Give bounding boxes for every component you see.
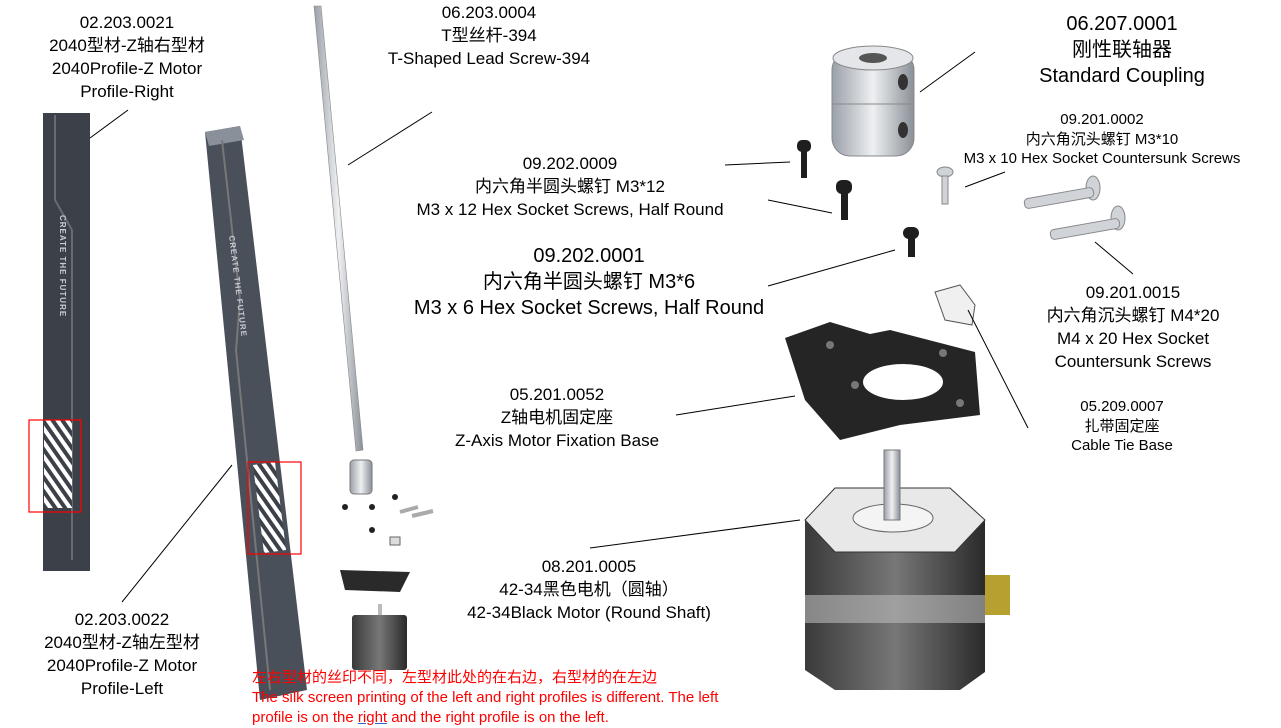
label-profile-right: 02.203.0021 2040型材-Z轴右型材 2040Profile-Z M… [49, 11, 205, 103]
part-name-en: 2040Profile-Z Motor [51, 59, 203, 78]
part-name-cn: 2040型材-Z轴右型材 [49, 36, 205, 55]
part-name-en: Cable Tie Base [1071, 437, 1173, 454]
part-name-cn: Z轴电机固定座 [500, 408, 614, 427]
label-cable-tie-base: 05.209.0007 扎带固定座 Cable Tie Base [1071, 397, 1173, 456]
lead-screw-part [313, 5, 364, 452]
part-name-cn: 扎带固定座 [1084, 417, 1160, 435]
part-number: 08.201.0005 [541, 557, 637, 576]
highlight-box-left [247, 461, 302, 555]
label-m3x6: 09.202.0001 内六角半圆头螺钉 M3*6 M3 x 6 Hex Soc… [414, 243, 764, 321]
part-number: 09.202.0001 [533, 245, 645, 267]
part-name-cn: 内六角半圆头螺钉 M3*6 [482, 271, 696, 293]
part-number: 09.201.0002 [1060, 111, 1144, 128]
part-name-cn: 内六角沉头螺钉 M3*10 [1025, 130, 1179, 148]
part-number: 05.201.0052 [509, 385, 605, 404]
label-lead-screw: 06.203.0004 T型丝杆-394 T-Shaped Lead Screw… [388, 1, 590, 70]
part-number: 05.209.0007 [1080, 398, 1164, 415]
label-motor-base: 05.201.0052 Z轴电机固定座 Z-Axis Motor Fixatio… [455, 383, 659, 452]
silk-screen-note: 左右型材的丝印不同，左型材此处的在右边，右型材的在左边 The silk scr… [252, 668, 718, 728]
part-name-en-2: Profile-Right [80, 82, 174, 101]
part-name-cn: 刚性联轴器 [1072, 39, 1172, 61]
profile-left-part [205, 126, 307, 700]
part-number: 02.203.0021 [79, 13, 175, 32]
note-text: profile is on the [252, 709, 358, 726]
part-name-en: M3 x 12 Hex Socket Screws, Half Round [416, 200, 724, 219]
note-underlined: right [357, 709, 388, 726]
coupling-part [831, 45, 915, 157]
motor-part [804, 449, 1010, 690]
part-number: 06.203.0004 [441, 3, 537, 22]
note-en-1: The silk screen printing of the left and… [252, 689, 719, 706]
mini-assembly [340, 459, 434, 670]
part-name-cn: T型丝杆-394 [441, 26, 537, 45]
label-m4x20: 09.201.0015 内六角沉头螺钉 M4*20 M4 x 20 Hex So… [1047, 281, 1220, 373]
motor-base-part [785, 322, 980, 440]
profile-right-silk-text: CREATE THE FUTURE [58, 215, 67, 318]
part-number: 02.203.0022 [74, 610, 170, 629]
note-en-2: profile is on the right and the right pr… [252, 708, 718, 728]
part-number: 06.207.0001 [1066, 13, 1178, 35]
label-coupling: 06.207.0001 刚性联轴器 Standard Coupling [1039, 11, 1205, 89]
part-name-en-2: Countersunk Screws [1054, 352, 1212, 371]
part-number: 09.201.0015 [1085, 283, 1181, 302]
part-name-cn: 内六角沉头螺钉 M4*20 [1046, 306, 1220, 325]
part-name-en: M4 x 20 Hex Socket [1056, 329, 1210, 348]
label-m3x12: 09.202.0009 内六角半圆头螺钉 M3*12 M3 x 12 Hex S… [416, 152, 723, 221]
part-name-en: Z-Axis Motor Fixation Base [454, 431, 660, 450]
part-name-cn: 42-34黑色电机（圆轴） [499, 580, 679, 599]
part-name-en: Standard Coupling [1039, 65, 1205, 87]
label-profile-left: 02.203.0022 2040型材-Z轴左型材 2040Profile-Z M… [44, 608, 200, 700]
part-name-en: M3 x 10 Hex Socket Countersunk Screws [963, 150, 1241, 167]
note-cn: 左右型材的丝印不同，左型材此处的在右边，右型材的在左边 [252, 669, 658, 686]
cable-tie-base-part [934, 284, 976, 326]
label-motor: 08.201.0005 42-34黑色电机（圆轴） 42-34Black Mot… [467, 555, 711, 624]
part-name-en: 42-34Black Motor (Round Shaft) [467, 603, 711, 622]
part-name-en: 2040Profile-Z Motor [46, 656, 198, 675]
part-name-en: T-Shaped Lead Screw-394 [387, 49, 591, 68]
leader-lines [89, 51, 1134, 603]
part-name-en-2: Profile-Left [80, 679, 164, 698]
part-number: 09.202.0009 [522, 154, 618, 173]
part-name-cn: 内六角半圆头螺钉 M3*12 [475, 177, 665, 196]
screws [797, 140, 1126, 257]
note-text: and the right profile is on the left. [387, 709, 609, 726]
highlight-box-right [28, 419, 82, 513]
profile-right-part [28, 113, 90, 571]
label-m3x10: 09.201.0002 内六角沉头螺钉 M3*10 M3 x 10 Hex So… [964, 110, 1241, 169]
part-name-cn: 2040型材-Z轴左型材 [44, 633, 200, 652]
part-name-en: M3 x 6 Hex Socket Screws, Half Round [413, 297, 765, 319]
